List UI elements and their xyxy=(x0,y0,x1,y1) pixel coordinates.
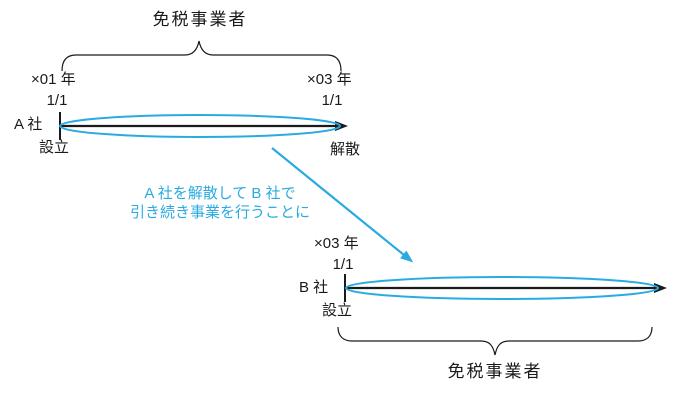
a-company-label: A 社 xyxy=(14,116,43,133)
transition-note-line1: A 社を解散して B 社で xyxy=(144,185,296,202)
a-end-year-label: ×03 年 xyxy=(307,71,352,88)
b-establish-label: 設立 xyxy=(322,302,353,319)
b-start-date-label: 1/1 xyxy=(332,256,354,273)
a-end-date-label: 1/1 xyxy=(321,92,343,109)
brace-bottom-exempt-period-b xyxy=(337,326,653,356)
exempt-label-top: 免税事業者 xyxy=(152,10,248,29)
b-start-year-label: ×03 年 xyxy=(314,235,359,252)
transition-arrow xyxy=(271,147,414,263)
transition-note: A 社を解散して B 社で 引き続き事業を行うことに xyxy=(130,184,310,222)
exempt-label-bottom: 免税事業者 xyxy=(447,362,543,381)
a-establish-label: 設立 xyxy=(39,139,70,156)
a-start-date-label: 1/1 xyxy=(46,92,68,109)
timeline-a-highlight-ellipse xyxy=(59,114,341,138)
transition-note-line2: 引き続き事業を行うことに xyxy=(129,204,311,221)
a-dissolve-label: 解散 xyxy=(330,141,361,158)
timeline-b-highlight-ellipse xyxy=(345,276,659,300)
a-start-year-label: ×01 年 xyxy=(31,71,76,88)
b-company-label: B 社 xyxy=(299,279,329,296)
brace-top-exempt-period-a xyxy=(61,40,342,72)
